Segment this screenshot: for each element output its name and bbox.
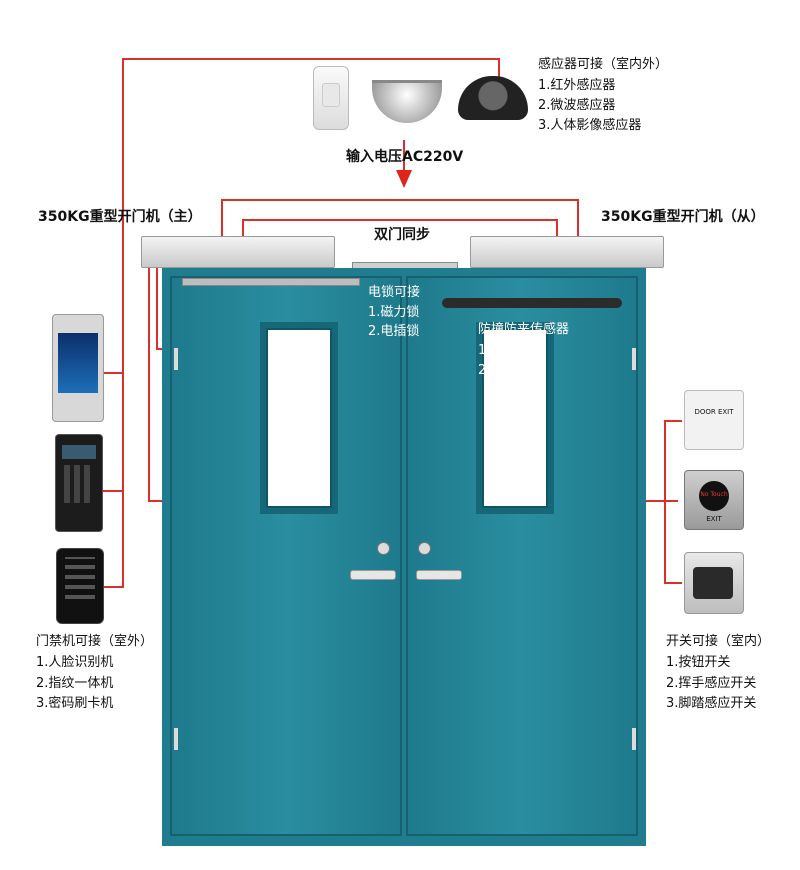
- input-voltage-label: 输入电压AC220V: [346, 149, 464, 165]
- operator-slave-label: 350KG重型开门机（从）: [601, 209, 765, 225]
- switches-item-2: 2.挥手感应开关: [666, 676, 757, 691]
- sensors-item-2: 2.微波感应器: [538, 98, 616, 113]
- hinge-left-top: [174, 348, 178, 370]
- door-exit-button-icon: DOOR EXIT: [684, 390, 744, 450]
- anti-pinch-title: 防撞防夹传感器: [478, 322, 570, 337]
- wire-sync-left: [242, 219, 244, 237]
- hinge-left-bottom: [174, 728, 178, 750]
- wire-switch-3: [664, 582, 682, 584]
- wire-bus-h: [221, 199, 579, 201]
- sync-label: 双门同步: [374, 227, 430, 243]
- sensors-title: 感应器可接（室内外）: [538, 57, 669, 72]
- arrow-down-icon: [396, 170, 412, 188]
- wire-access-1: [104, 372, 124, 374]
- wire-top-right: [498, 58, 500, 80]
- wire-switch-v: [664, 420, 666, 584]
- keypad-card-reader-icon: [56, 548, 104, 624]
- door-exit-button-label: DOOR EXIT: [694, 408, 734, 416]
- wire-bus-left: [221, 199, 223, 237]
- no-touch-exit-label: EXIT: [706, 515, 722, 523]
- electric-lock-item-1: 1.磁力锁: [368, 305, 420, 320]
- wire-access-2: [102, 490, 124, 492]
- wire-top: [122, 58, 500, 60]
- double-door: [162, 268, 646, 846]
- operator-main-label: 350KG重型开门机（主）: [38, 209, 202, 225]
- closer-arm-left: [182, 278, 360, 286]
- no-touch-label: No Touch: [700, 491, 728, 498]
- wire-sync-h: [242, 219, 558, 221]
- door-handle-right: [416, 570, 462, 580]
- wire-bus-right: [577, 199, 579, 237]
- no-touch-exit-button-icon: No Touch EXIT: [684, 470, 744, 530]
- wire-switch-1: [664, 420, 682, 422]
- access-control-item-3: 3.密码刷卡机: [36, 696, 114, 711]
- door-operator-slave: [470, 236, 664, 268]
- door-window-right: [476, 322, 554, 514]
- electric-lock-item-2: 2.电插锁: [368, 324, 420, 339]
- sensors-item-1: 1.红外感应器: [538, 78, 616, 93]
- wire-sensor-drop: [403, 140, 405, 170]
- anti-pinch-item-2: 2.对射光线: [478, 363, 543, 378]
- switches-item-3: 3.脚踏感应开关: [666, 696, 757, 711]
- wire-access-v: [122, 250, 124, 588]
- door-operator-main: [141, 236, 335, 268]
- door-window-left: [260, 322, 338, 514]
- door-handle-left: [350, 570, 396, 580]
- lock-cylinder-right: [418, 542, 431, 555]
- access-control-item-1: 1.人脸识别机: [36, 655, 114, 670]
- fingerprint-terminal-icon: [55, 434, 103, 532]
- safety-light-curtain: [442, 298, 622, 308]
- switches-item-1: 1.按钮开关: [666, 655, 731, 670]
- wire-access-3: [102, 586, 124, 588]
- wire-left-outer: [122, 58, 124, 250]
- access-control-item-2: 2.指纹一体机: [36, 676, 114, 691]
- foot-switch-icon: [684, 552, 744, 614]
- pir-sensor-icon: [313, 66, 349, 130]
- face-recognition-terminal-icon: [52, 314, 104, 422]
- wire-sync-right: [556, 219, 558, 237]
- hinge-right-bottom: [632, 728, 636, 750]
- lock-cylinder-left: [377, 542, 390, 555]
- sensors-item-3: 3.人体影像感应器: [538, 118, 642, 133]
- wire-left-down: [148, 250, 150, 502]
- microwave-sensor-icon: [372, 80, 442, 123]
- switches-title: 开关可接（室内）: [666, 634, 771, 649]
- anti-pinch-item-1: 1.安全光幕: [478, 343, 543, 358]
- hinge-right-top: [632, 348, 636, 370]
- wire-lock-v: [156, 250, 158, 350]
- camera-sensor-icon: [458, 76, 528, 120]
- access-control-title: 门禁机可接（室外）: [36, 634, 154, 649]
- electric-lock-title: 电锁可接: [368, 285, 421, 300]
